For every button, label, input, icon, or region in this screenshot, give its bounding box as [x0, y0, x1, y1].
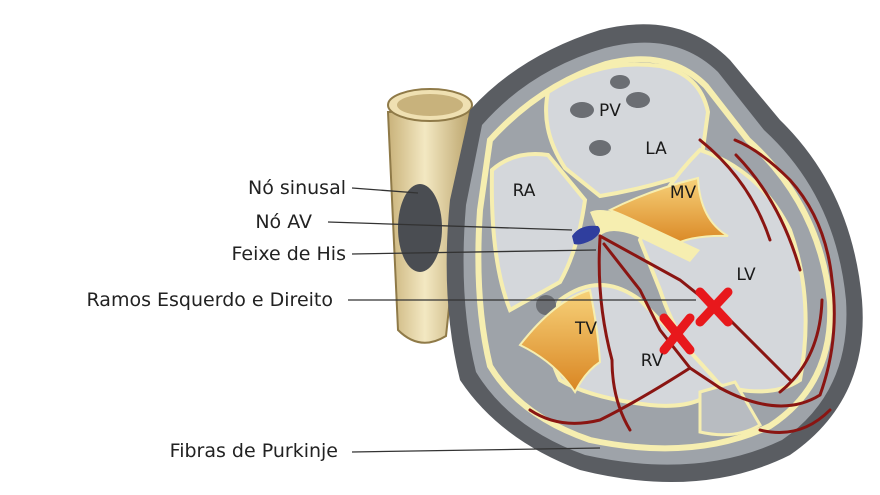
label-purkinje: Fibras de Purkinje [170, 440, 338, 462]
apex-cavity [698, 380, 763, 437]
chamber-label-lv: LV [736, 265, 756, 285]
label-av-node: Nó AV [255, 211, 312, 233]
block-mark-right [659, 313, 695, 355]
label-bundle-branches: Ramos Esquerdo e Direito [87, 289, 333, 311]
chamber-label-tv: TV [574, 319, 597, 339]
conduction-layer [475, 56, 834, 452]
chamber-label-pv: PV [599, 101, 621, 121]
av-node [572, 225, 600, 245]
block-mark-left [695, 287, 733, 327]
chamber-label-ra: RA [513, 181, 536, 201]
label-sa-node: Nó sinusal [248, 177, 346, 199]
chamber-label-la: LA [645, 139, 667, 159]
chamber-label-mv: MV [670, 183, 697, 203]
leader-lines [327, 187, 696, 453]
chamber-label-rv: RV [641, 351, 664, 371]
his-bundle-tissue [590, 209, 700, 262]
right-atrium-chamber [489, 152, 588, 313]
label-his-bundle: Feixe de His [231, 243, 346, 265]
tricuspid-valve [518, 288, 602, 394]
